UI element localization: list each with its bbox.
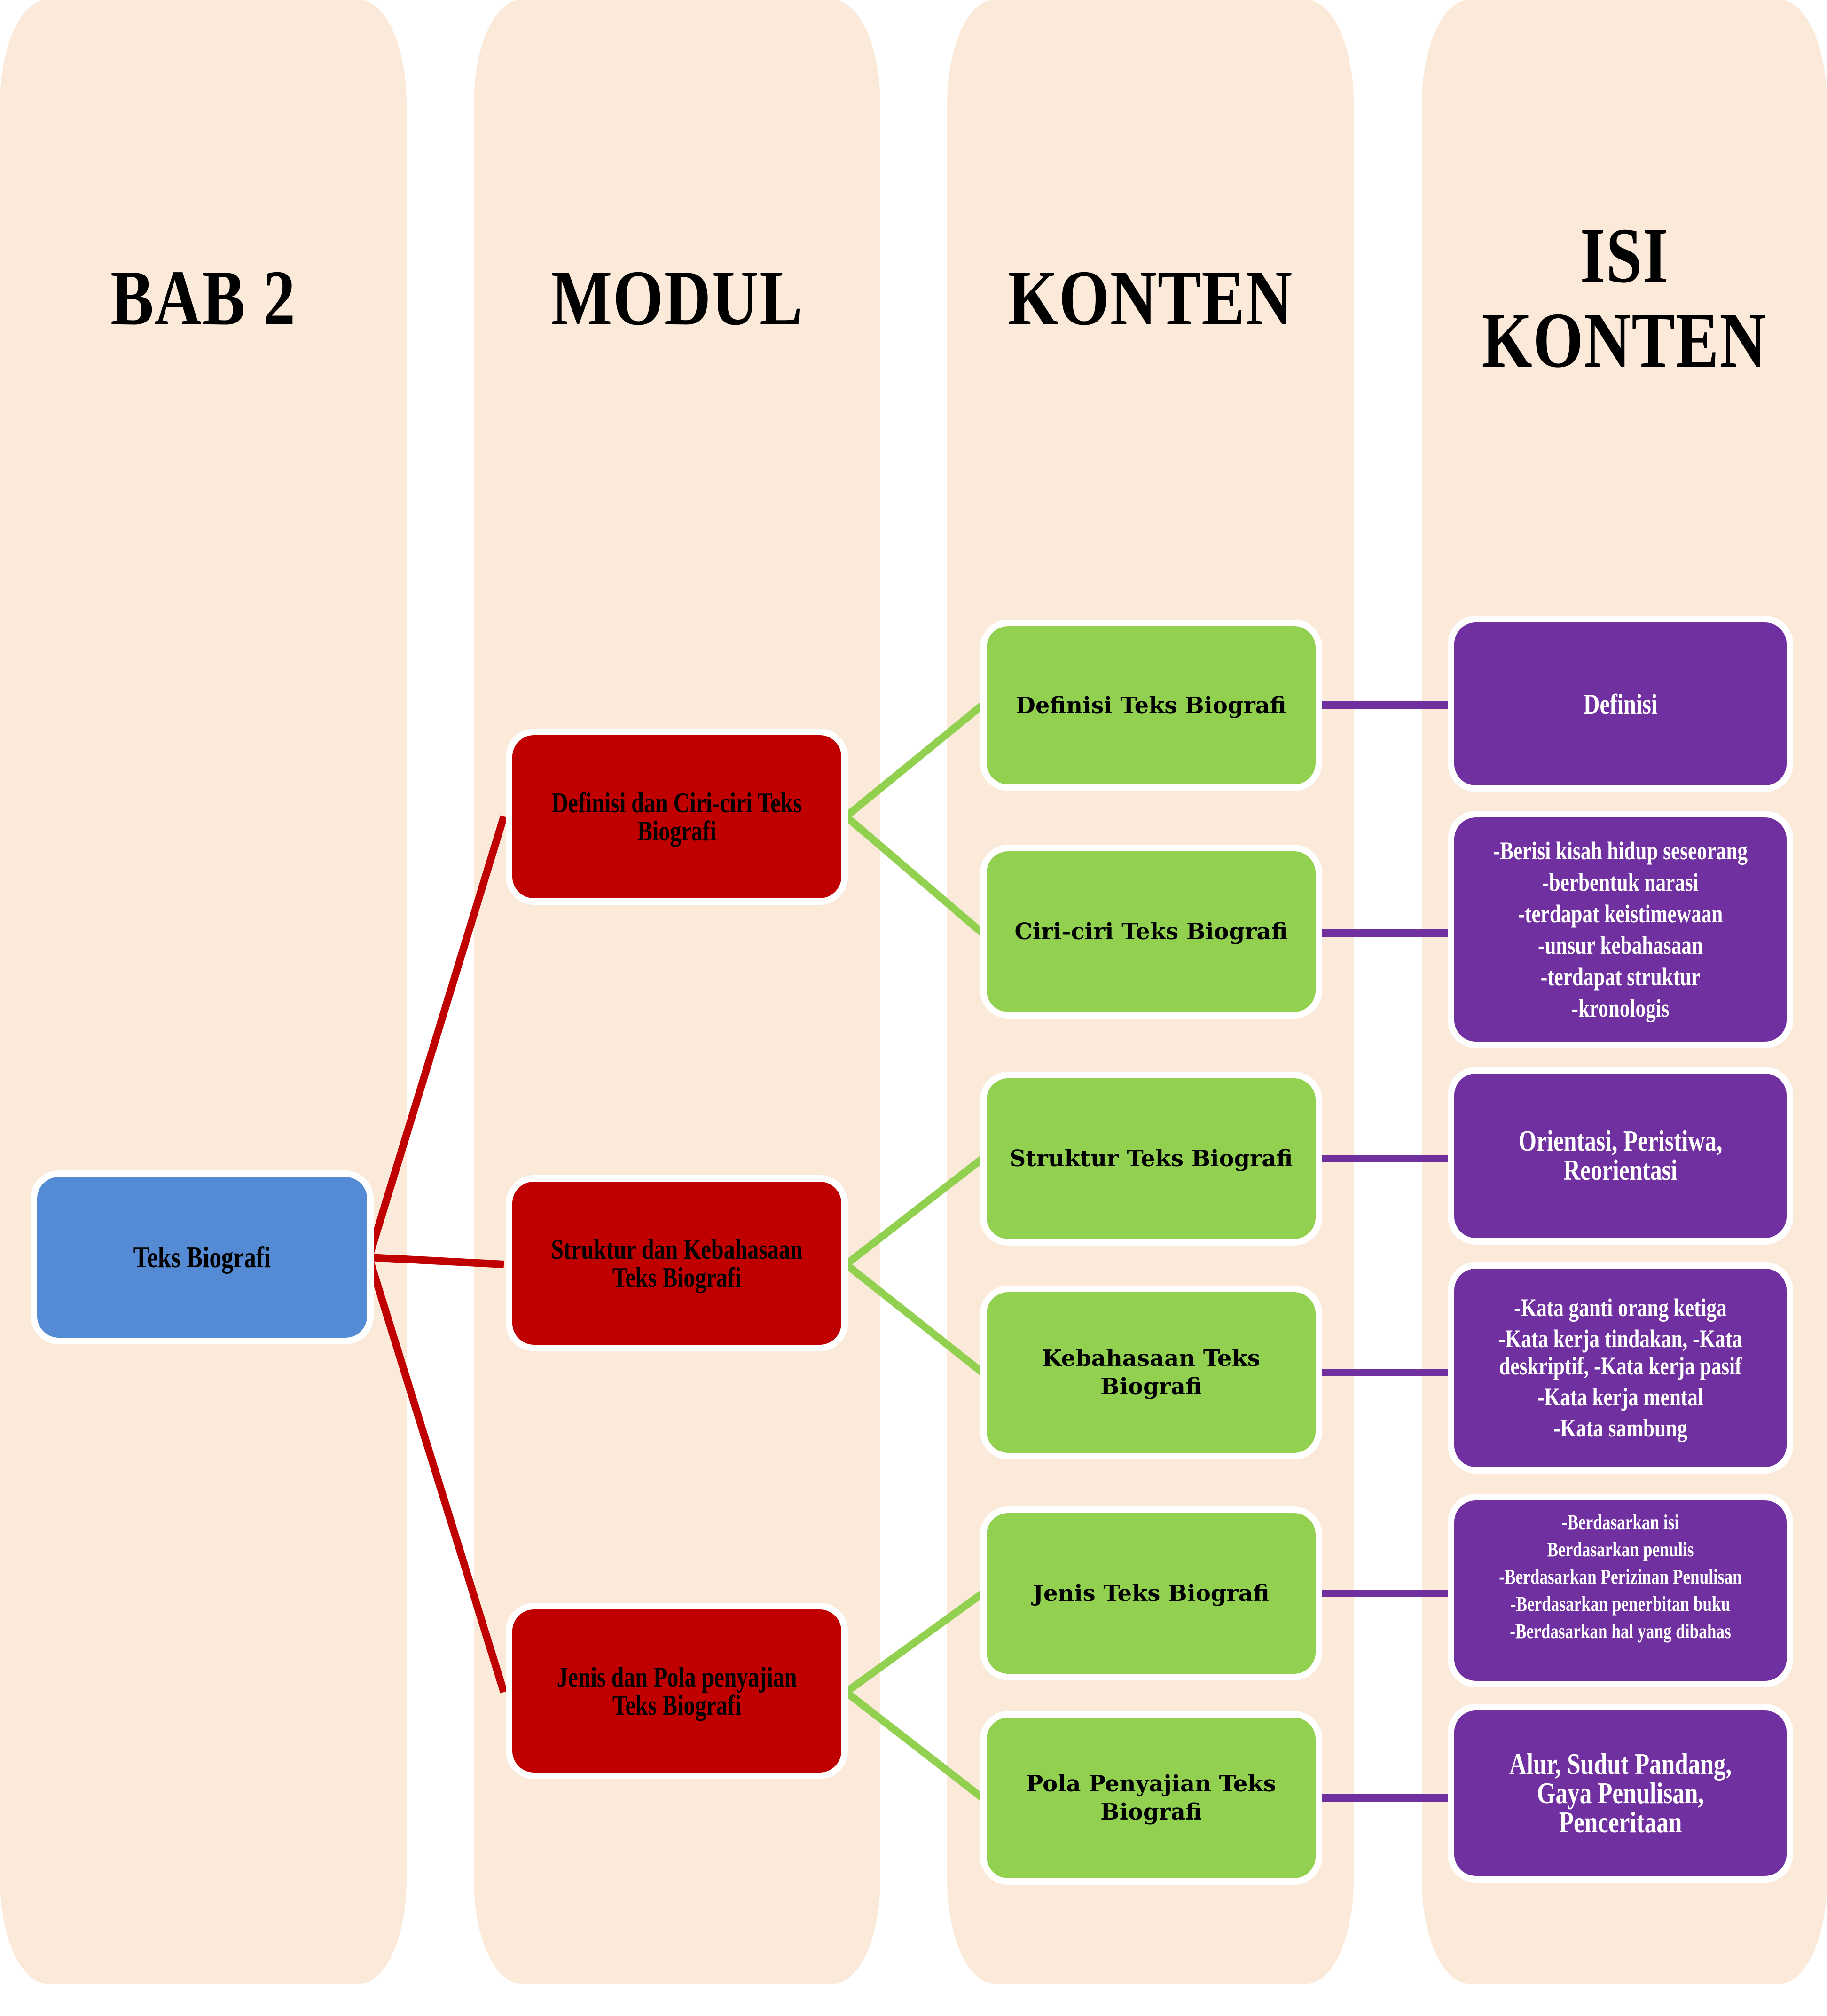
content-label-line: Ciri-ciri Teks Biografi [1014,918,1288,945]
link-module-1-content-1 [843,702,985,820]
column-title-bab: BAB 2 [110,254,296,342]
column-title-isi: ISI [1580,212,1669,299]
content-node[interactable]: Jenis Teks Biografi [980,1506,1322,1680]
content-node[interactable]: Struktur Teks Biografi [980,1072,1322,1246]
module-node[interactable]: Struktur dan Kebahasaan Teks Biografi [506,1175,848,1351]
detail-line: Orientasi, Peristiwa, [1518,1125,1723,1157]
detail-line: Penceritaan [1559,1805,1682,1839]
detail-line: -Berisi kisah hidup seseorang [1493,836,1748,865]
detail-line: Reorientasi [1563,1154,1678,1186]
content-label-line: Biografi [1100,1373,1202,1400]
detail-line: -Berdasarkan isi [1561,1511,1679,1534]
detail-line: Berdasarkan penulis [1547,1538,1694,1561]
link-module-3-content-6 [844,1689,985,1801]
content-node[interactable]: Pola Penyajian Teks Biografi [980,1711,1322,1885]
link-module-2-content-3 [844,1155,985,1268]
detail-line: -Kata ganti orang ketiga [1514,1294,1727,1322]
module-node[interactable]: Definisi dan Ciri-ciri Teks Biografi [506,729,848,905]
detail-line: -Berdasarkan hal yang dibahas [1510,1620,1731,1643]
detail-line: -kronologis [1571,994,1670,1022]
content-label-line: Biografi [1100,1799,1202,1825]
module-label-line: Definisi dan Ciri-ciri Teks [551,787,802,818]
content-label-line: Kebahasaan Teks [1042,1345,1260,1372]
detail-line: -berbentuk narasi [1542,868,1699,896]
module-label-line: Teks Biografi [612,1689,742,1721]
detail-node[interactable]: Orientasi, Peristiwa, Reorientasi [1448,1067,1793,1245]
content-label-line: Pola Penyajian Teks [1026,1771,1276,1797]
detail-line: -Berdasarkan penerbitan buku [1510,1592,1731,1616]
detail-line: -Kata sambung [1553,1414,1687,1442]
link-root-module-1 [365,815,508,1259]
link-root-module-2 [369,1254,504,1268]
column-title-konten: KONTEN [1008,254,1293,342]
link-root-module-3 [365,1256,508,1694]
root-node[interactable]: Teks Biografi [31,1170,374,1344]
content-node[interactable]: Definisi Teks Biografi [980,620,1322,791]
link-module-3-content-5 [844,1590,985,1695]
detail-node[interactable]: -Kata ganti orang ketiga -Kata kerja tin… [1448,1262,1793,1474]
module-label-line: Teks Biografi [612,1262,742,1293]
detail-node[interactable]: -Berdasarkan isi Berdasarkan penulis -Be… [1448,1494,1793,1687]
column-bab: BAB 2 [0,0,407,1984]
link-module-2-content-4 [844,1261,985,1376]
detail-line: Alur, Sudut Pandang, [1509,1747,1732,1781]
detail-line: deskriptif, -Kata kerja pasif [1499,1352,1742,1380]
module-label-line: Jenis dan Pola penyajian [557,1661,797,1693]
detail-node[interactable]: -Berisi kisah hidup seseorang -berbentuk… [1448,811,1793,1048]
content-node[interactable]: Ciri-ciri Teks Biografi [980,845,1322,1019]
detail-line: -Kata kerja tindakan, -Kata [1498,1325,1742,1353]
root-label: Teks Biografi [133,1240,271,1274]
detail-line: Definisi [1583,688,1658,720]
detail-line: Gaya Penulisan, [1537,1776,1704,1810]
detail-line: -Berdasarkan Perizinan Penulisan [1499,1565,1742,1588]
column-title-modul: MODUL [551,254,803,342]
detail-line: -unsur kebahasaan [1538,931,1703,959]
content-label-line: Definisi Teks Biografi [1016,692,1286,719]
module-label-line: Biografi [637,815,716,847]
detail-node[interactable]: Definisi [1448,616,1793,792]
link-module-1-content-2 [843,813,985,936]
content-label-line: Jenis Teks Biografi [1033,1580,1270,1607]
detail-node[interactable]: Alur, Sudut Pandang, Gaya Penulisan, Pen… [1448,1704,1793,1883]
module-label-line: Struktur dan Kebahasaan [551,1233,803,1265]
content-label-line: Struktur Teks Biografi [1009,1145,1293,1172]
detail-line: -terdapat keistimewaan [1518,899,1723,928]
detail-line: -Kata kerja mental [1537,1383,1703,1411]
content-node[interactable]: Kebahasaan Teks Biografi [980,1286,1322,1459]
module-node[interactable]: Jenis dan Pola penyajian Teks Biografi [506,1603,848,1779]
column-title-konten-2: KONTEN [1482,297,1767,384]
detail-line: -terdapat struktur [1540,962,1701,991]
